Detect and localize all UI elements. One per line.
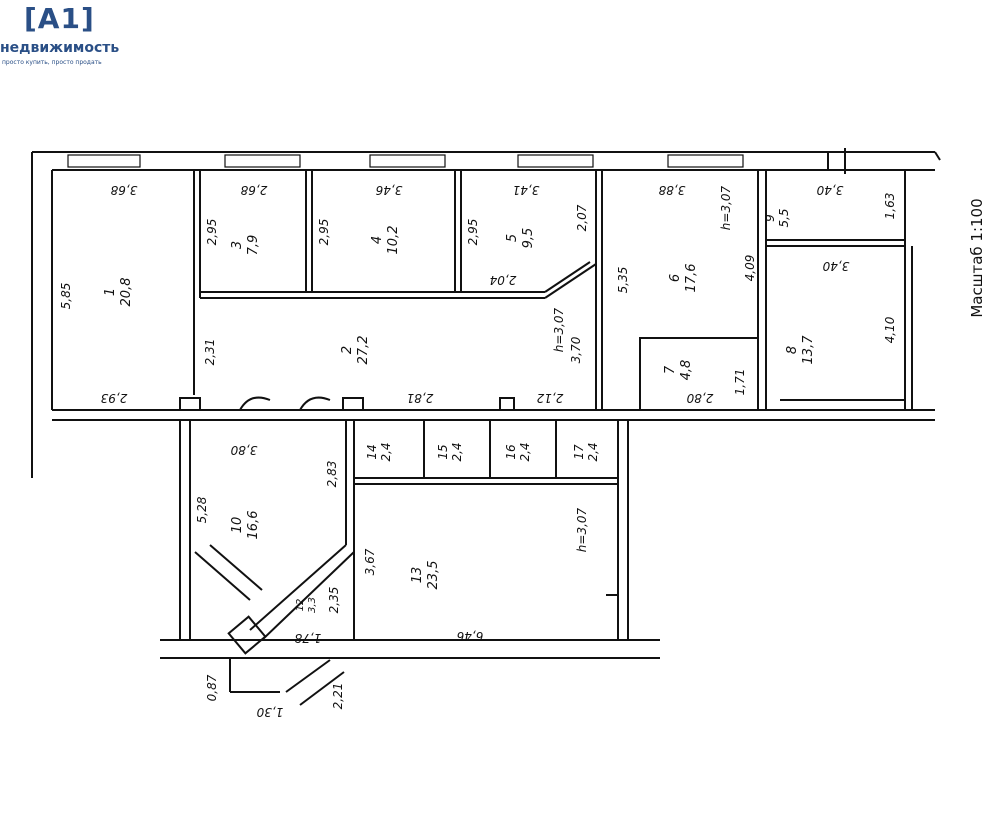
dimension-label: 4,09	[743, 255, 757, 282]
room-number: 5	[505, 234, 520, 242]
dimension-label: 3,70	[569, 336, 583, 363]
room-area: 4,8	[679, 360, 694, 381]
dimension-label: 2,68	[240, 183, 267, 197]
scale-label: Масштаб 1:100	[968, 198, 986, 317]
dimension-label: 2,04	[490, 273, 517, 287]
room-area: 2,4	[379, 442, 393, 461]
dimension-label: 2,93	[101, 391, 128, 405]
room-labels: 1 20,8 2 27,2 3 7,9 4 10,2 5 9,5 6 17,6 …	[103, 208, 816, 613]
room-area: 16,6	[246, 511, 261, 540]
dimension-label: 1,78	[294, 631, 321, 645]
room-number: 15	[436, 444, 450, 459]
room-area: 2,4	[586, 442, 600, 461]
room-number: 4	[370, 236, 385, 244]
dimension-label: 2,21	[331, 683, 345, 710]
room-number: 2	[340, 346, 355, 354]
logo-mark: [A1]	[24, 2, 95, 35]
room-area: 3,3	[307, 597, 318, 613]
dimension-label: h=3,07	[575, 507, 589, 552]
room-number: 3	[230, 241, 245, 249]
dimension-label: 6,46	[456, 629, 483, 643]
room-number: 16	[504, 444, 518, 460]
dimension-label: 2,07	[575, 204, 589, 231]
dimension-label: 2,80	[686, 391, 713, 405]
dimension-label: 3,40	[822, 259, 849, 273]
dimension-label: 2,95	[205, 219, 219, 246]
room-area: 13,7	[801, 335, 816, 365]
room-number: 10	[230, 517, 245, 534]
room-area: 10,2	[386, 226, 401, 255]
room-area: 17,6	[684, 264, 699, 293]
room-number: 8	[785, 346, 800, 354]
dimension-label: 5,28	[195, 496, 209, 523]
dimension-label: 3,67	[363, 548, 377, 575]
dimension-label: 0,87	[205, 674, 219, 701]
room-area: 20,8	[119, 278, 134, 307]
dimension-label: 3,40	[816, 183, 843, 197]
dimension-label: 5,35	[616, 267, 630, 294]
room-area: 2,4	[518, 442, 532, 461]
dimension-label: 3,80	[230, 443, 257, 457]
dimension-label: 2,35	[327, 587, 341, 614]
dimension-label: 2,81	[407, 391, 434, 405]
room-area: 5,5	[777, 208, 791, 227]
dimension-label: 1,63	[883, 193, 897, 220]
plan-walls	[31, 148, 941, 706]
room-area: 23,5	[426, 561, 441, 590]
room-area: 2,4	[450, 442, 464, 461]
room-number: 1	[103, 288, 118, 296]
dimension-label: 3,88	[658, 183, 685, 197]
dimension-label: 2,31	[203, 339, 217, 366]
dimension-label: 1,71	[733, 369, 747, 396]
dimension-label: h=3,07	[552, 307, 566, 352]
dimension-label: h=3,07	[719, 185, 733, 230]
room-number: 6	[668, 274, 683, 282]
dimension-label: 3,46	[375, 183, 402, 197]
company-logo: [A1] недвижимость просто купить, просто …	[0, 0, 150, 72]
logo-tagline: просто купить, просто продать	[2, 59, 102, 66]
room-number: 9	[763, 214, 777, 222]
dimension-label: 2,83	[325, 461, 339, 488]
room-number: 14	[365, 444, 379, 459]
dimension-label: 3,68	[110, 183, 137, 197]
dimension-label: 2,12	[537, 391, 564, 405]
room-number: 13	[410, 567, 425, 584]
room-number: 17	[572, 444, 586, 460]
dimension-label: 5,85	[59, 283, 73, 310]
room-area: 7,9	[246, 235, 261, 256]
room-area: 27,2	[356, 336, 371, 365]
room-area: 9,5	[521, 228, 536, 249]
logo-brand: недвижимость	[0, 40, 120, 56]
dimension-label: 4,10	[883, 316, 897, 343]
dimension-label: 2,95	[317, 219, 331, 246]
dimension-labels: 3,68 2,68 3,46 3,41 3,88 h=3,07 3,40 5,8…	[59, 183, 897, 719]
room-number: 7	[663, 365, 678, 374]
dimension-label: 2,95	[466, 219, 480, 246]
dimension-label: 1,30	[256, 705, 283, 719]
room-number: 12	[295, 599, 306, 612]
dimension-label: 3,41	[513, 183, 540, 197]
